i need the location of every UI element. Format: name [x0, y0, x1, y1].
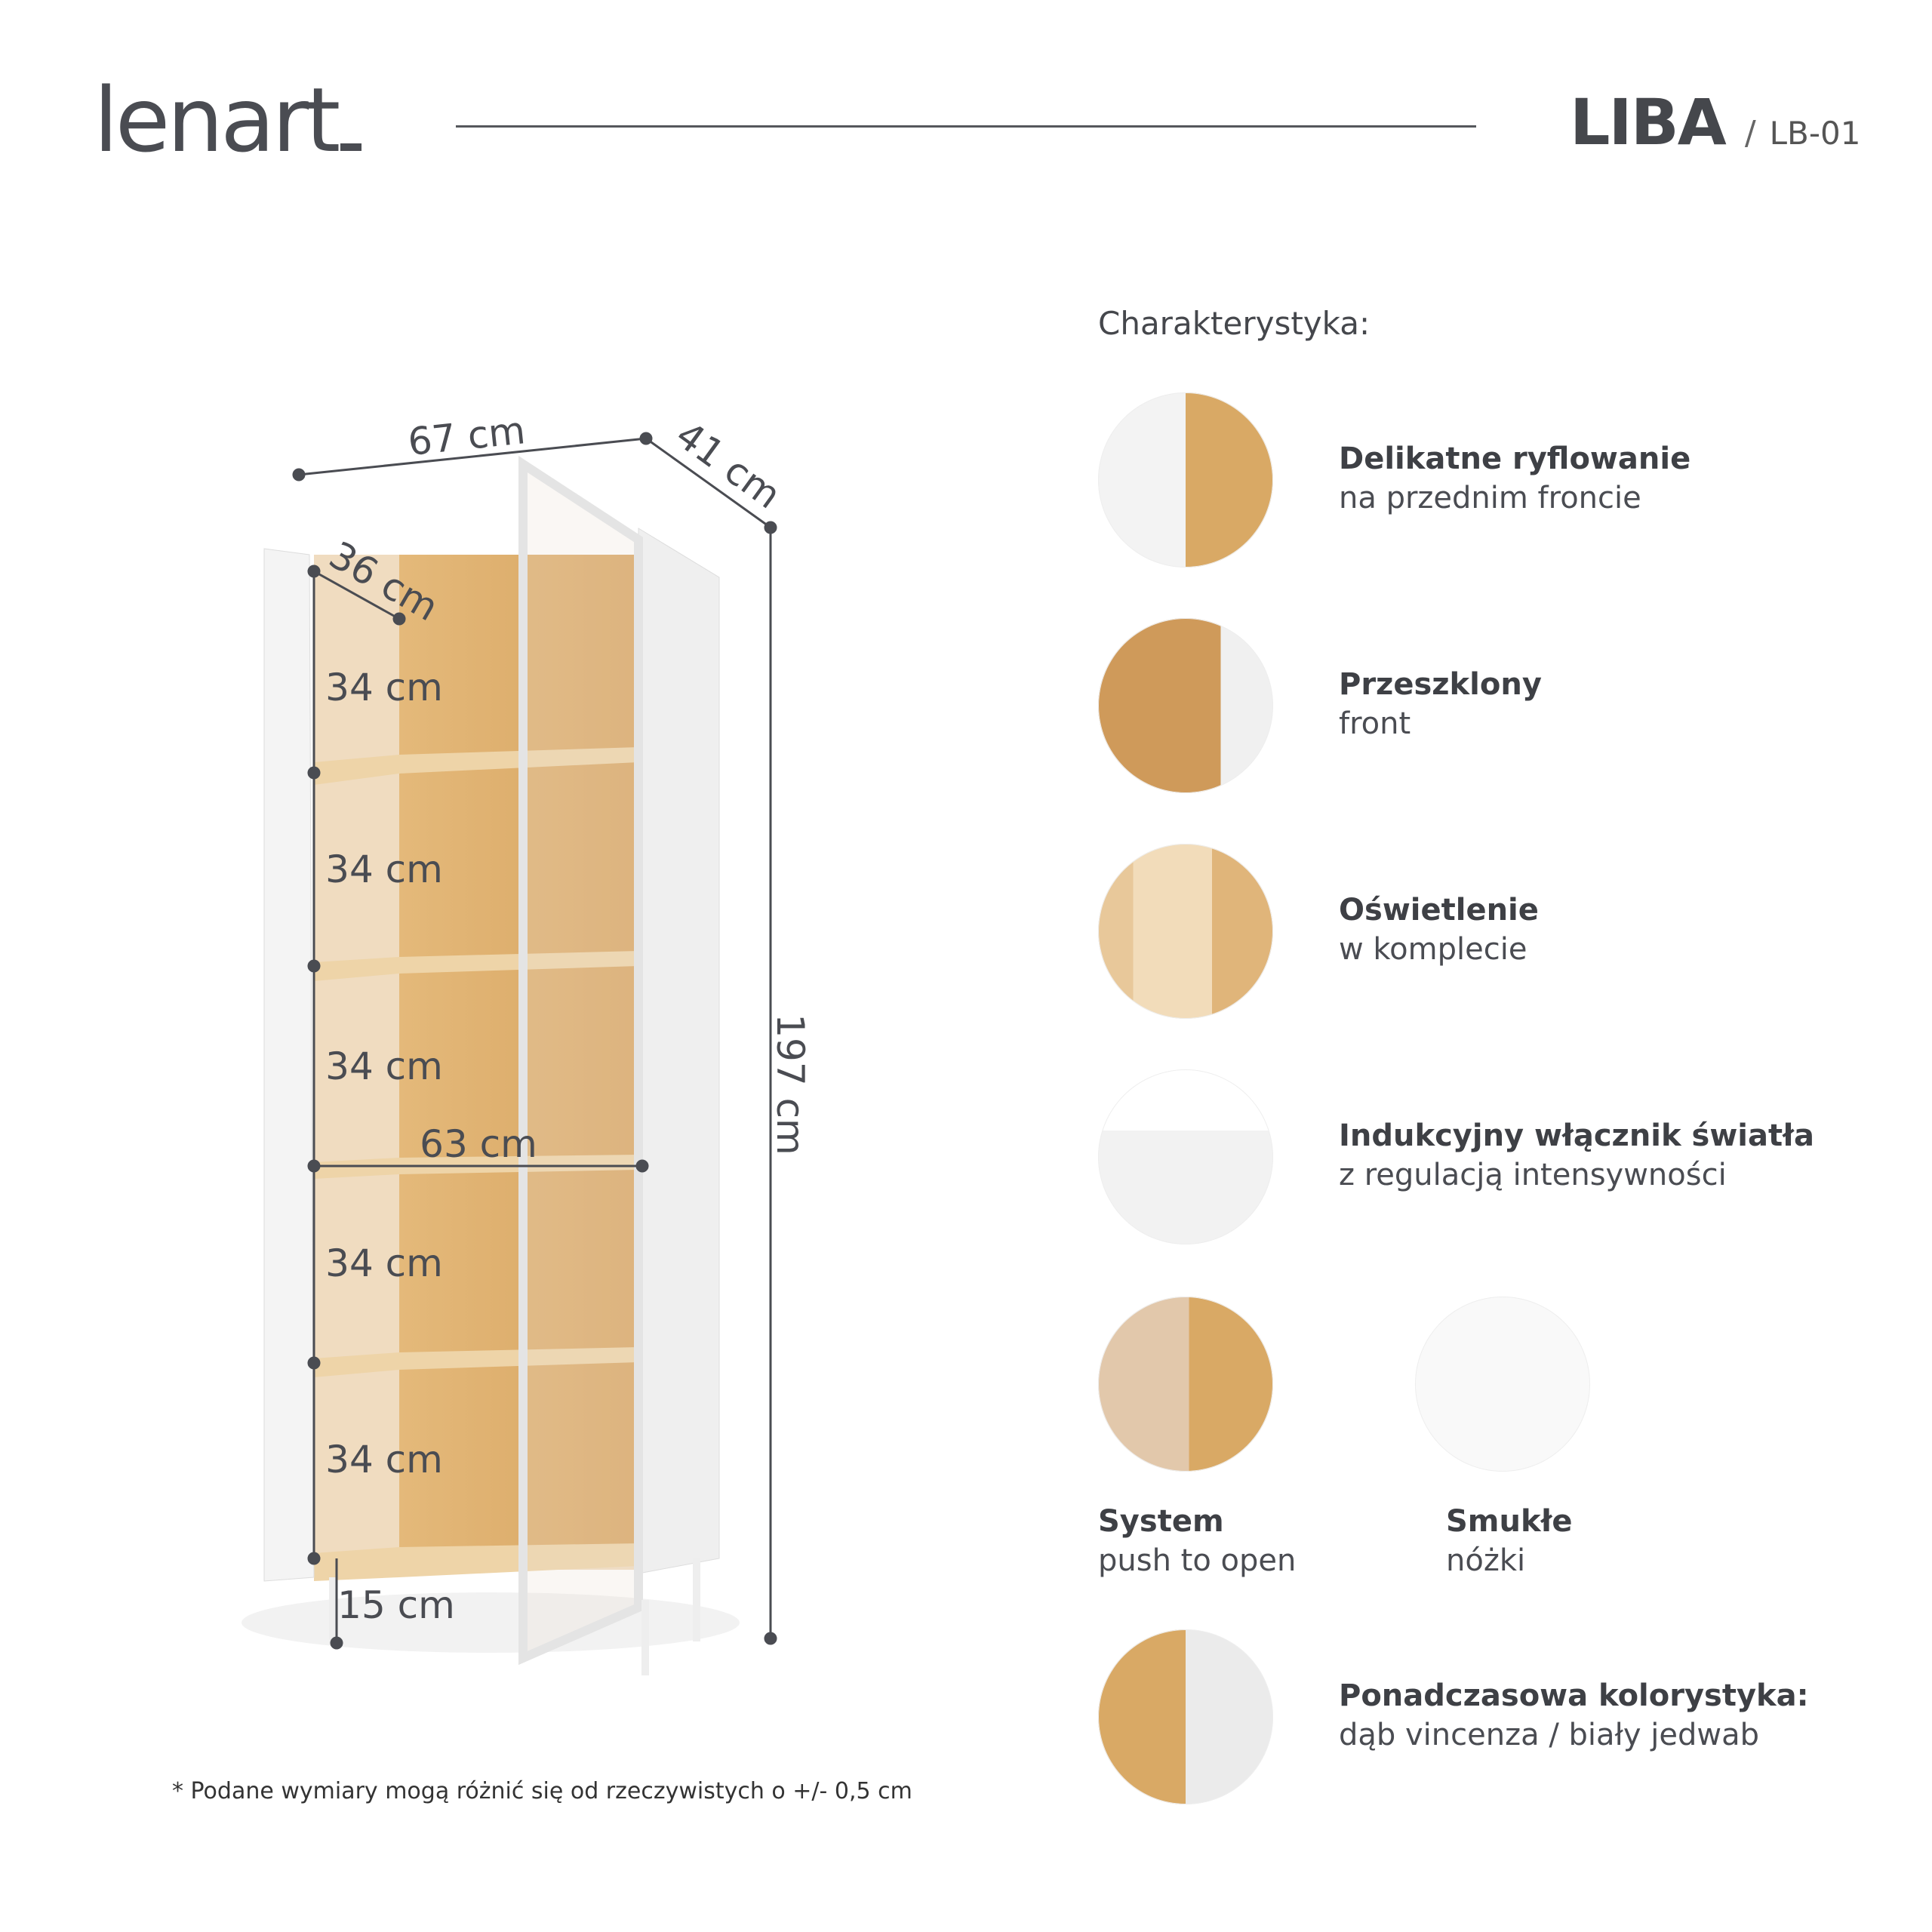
- leg: [641, 1600, 649, 1675]
- color-swatch-icon: [1098, 1629, 1273, 1804]
- leg: [693, 1558, 700, 1641]
- floor-shadow: [242, 1592, 740, 1653]
- push-latch-photo-icon: [1098, 1297, 1273, 1472]
- product-title: LIBA/LB-01: [1570, 91, 1860, 154]
- brand-logo: lenart: [94, 75, 362, 165]
- glass-door: [518, 455, 643, 1666]
- side-panel: [638, 528, 720, 1574]
- shelves: [314, 747, 638, 1581]
- shelf-height-label: 34 cm: [325, 1044, 443, 1088]
- inner-width-label: 63 cm: [420, 1122, 537, 1166]
- height-label: 197 cm: [768, 1014, 812, 1155]
- switch-photo-icon: [1098, 1069, 1273, 1244]
- product-name: LIBA: [1570, 85, 1727, 159]
- shelf-height-label: 34 cm: [325, 666, 443, 709]
- fluted-front-photo-icon: [1098, 392, 1273, 568]
- feature-item: Ponadczasowa kolorystyka:dąb vincenza / …: [1339, 1678, 1809, 1752]
- separator: /: [1744, 114, 1756, 152]
- glass-front-photo-icon: [1098, 618, 1273, 793]
- dimension-lines: [292, 432, 777, 1650]
- footnote: * Podane wymiary mogą różnić się od rzec…: [172, 1778, 912, 1804]
- legs-photo-icon: [1415, 1297, 1590, 1472]
- header-divider: [456, 125, 1476, 128]
- lighting-photo-icon: [1098, 844, 1273, 1019]
- leg-height-label: 15 cm: [337, 1583, 455, 1627]
- depth-label: 41 cm: [668, 413, 789, 517]
- cabinet-dimension-drawing: 67 cm 41 cm 197 cm 36 cm 34 cm 34 cm 34 …: [242, 408, 812, 1675]
- shelf-height-label: 34 cm: [325, 848, 443, 891]
- features-title: Charakterystyka:: [1098, 305, 1371, 342]
- shelf-height-label: 34 cm: [325, 1241, 443, 1285]
- width-label: 67 cm: [406, 408, 528, 464]
- leg: [329, 1577, 337, 1645]
- left-door: [263, 548, 315, 1582]
- shelf-height-label: 34 cm: [325, 1438, 443, 1481]
- product-code: LB-01: [1769, 115, 1861, 152]
